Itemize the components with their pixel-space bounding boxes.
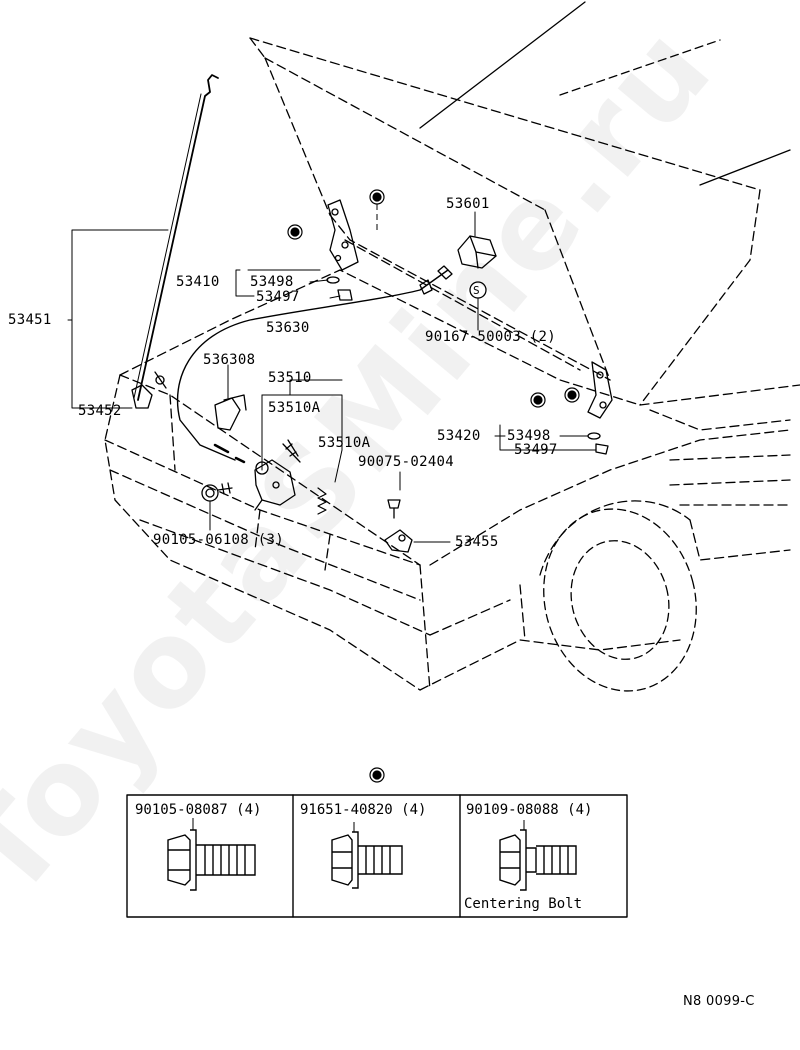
callout-90075-02404: 90075-02404	[358, 454, 455, 470]
screw-90075-02404	[387, 499, 401, 509]
callout-53497-left: 53497	[256, 289, 300, 305]
hood-hinge-left	[327, 199, 359, 271]
bolt-table-part-2: 91651-40820 (4)	[300, 802, 427, 818]
callout-53455: 53455	[455, 534, 499, 550]
callout-53452: 53452	[78, 403, 122, 419]
hood-hinge-right	[587, 361, 613, 419]
s-marker: S	[473, 284, 480, 297]
front-bumper-outline	[104, 374, 681, 691]
callout-53420: 53420	[437, 428, 481, 444]
hood-support-rod	[137, 74, 219, 401]
windshield-outline	[419, 1, 586, 129]
cable-clamp	[214, 397, 241, 431]
callout-53451: 53451	[8, 312, 52, 328]
bolt-drawing-3	[192, 818, 577, 891]
callout-536308: 536308	[203, 352, 256, 368]
hood-catch	[384, 529, 413, 553]
bolt-drawing-2	[331, 831, 403, 889]
callout-53510: 53510	[268, 370, 312, 386]
callout-53498-left: 53498	[250, 274, 294, 290]
callout-90167-50003: 90167-50003 (2)	[425, 329, 556, 345]
callout-53497-right: 53497	[514, 442, 558, 458]
fender-outline	[429, 429, 791, 576]
callout-90105-06108: 90105-06108 (3)	[153, 532, 284, 548]
callout-53630: 53630	[266, 320, 310, 336]
reference-markers	[287, 189, 580, 783]
callout-53510A-upper: 53510A	[268, 400, 321, 416]
callout-53601: 53601	[446, 196, 490, 212]
body-outline	[119, 269, 800, 431]
bolt-table-part-1: 90105-08087 (4)	[135, 802, 262, 818]
hood-lock-assembly	[254, 459, 296, 506]
centering-bolt-caption: Centering Bolt	[464, 896, 583, 912]
wheel-outline	[543, 508, 697, 692]
hood-outline	[249, 37, 761, 406]
bolt-drawing-1	[167, 829, 256, 891]
bolt-table-frame	[126, 794, 628, 918]
bolt-table-part-3: 90109-08088 (4)	[466, 802, 593, 818]
release-cable	[176, 269, 449, 461]
figure-code: N8 0099-C	[683, 994, 755, 1009]
callout-53498-right: 53498	[507, 428, 551, 444]
callout-53410: 53410	[176, 274, 220, 290]
callout-53510A-lower: 53510A	[318, 435, 371, 451]
